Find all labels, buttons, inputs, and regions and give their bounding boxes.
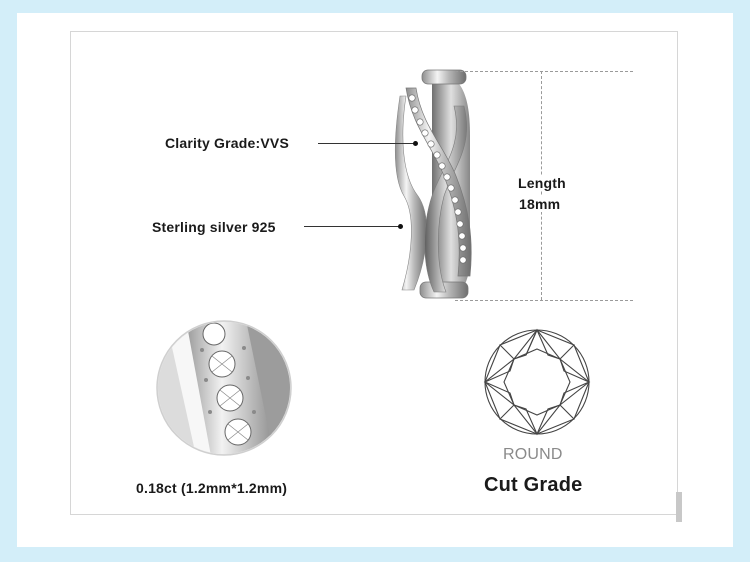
length-value: 18mm — [517, 196, 563, 212]
round-cut-diagram — [483, 328, 591, 436]
material-label: Sterling silver 925 — [152, 219, 276, 235]
material-pointer-dot — [398, 224, 403, 229]
product-card — [17, 13, 733, 547]
clarity-grade-label: Clarity Grade:VVS — [165, 135, 289, 151]
length-top-guide — [455, 71, 633, 72]
stone-closeup-image — [156, 320, 292, 456]
length-title: Length — [516, 175, 568, 191]
detail-frame — [70, 31, 678, 515]
clarity-leader-line — [318, 143, 415, 144]
material-leader-line — [304, 226, 400, 227]
carat-size-label: 0.18ct (1.2mm*1.2mm) — [136, 480, 288, 496]
earring-illustration — [394, 69, 472, 299]
scroll-handle[interactable] — [676, 492, 682, 522]
length-bottom-guide — [455, 300, 633, 301]
cut-grade-title: Cut Grade — [484, 474, 583, 496]
cut-shape-label: ROUND — [503, 446, 563, 463]
clarity-pointer-dot — [413, 141, 418, 146]
